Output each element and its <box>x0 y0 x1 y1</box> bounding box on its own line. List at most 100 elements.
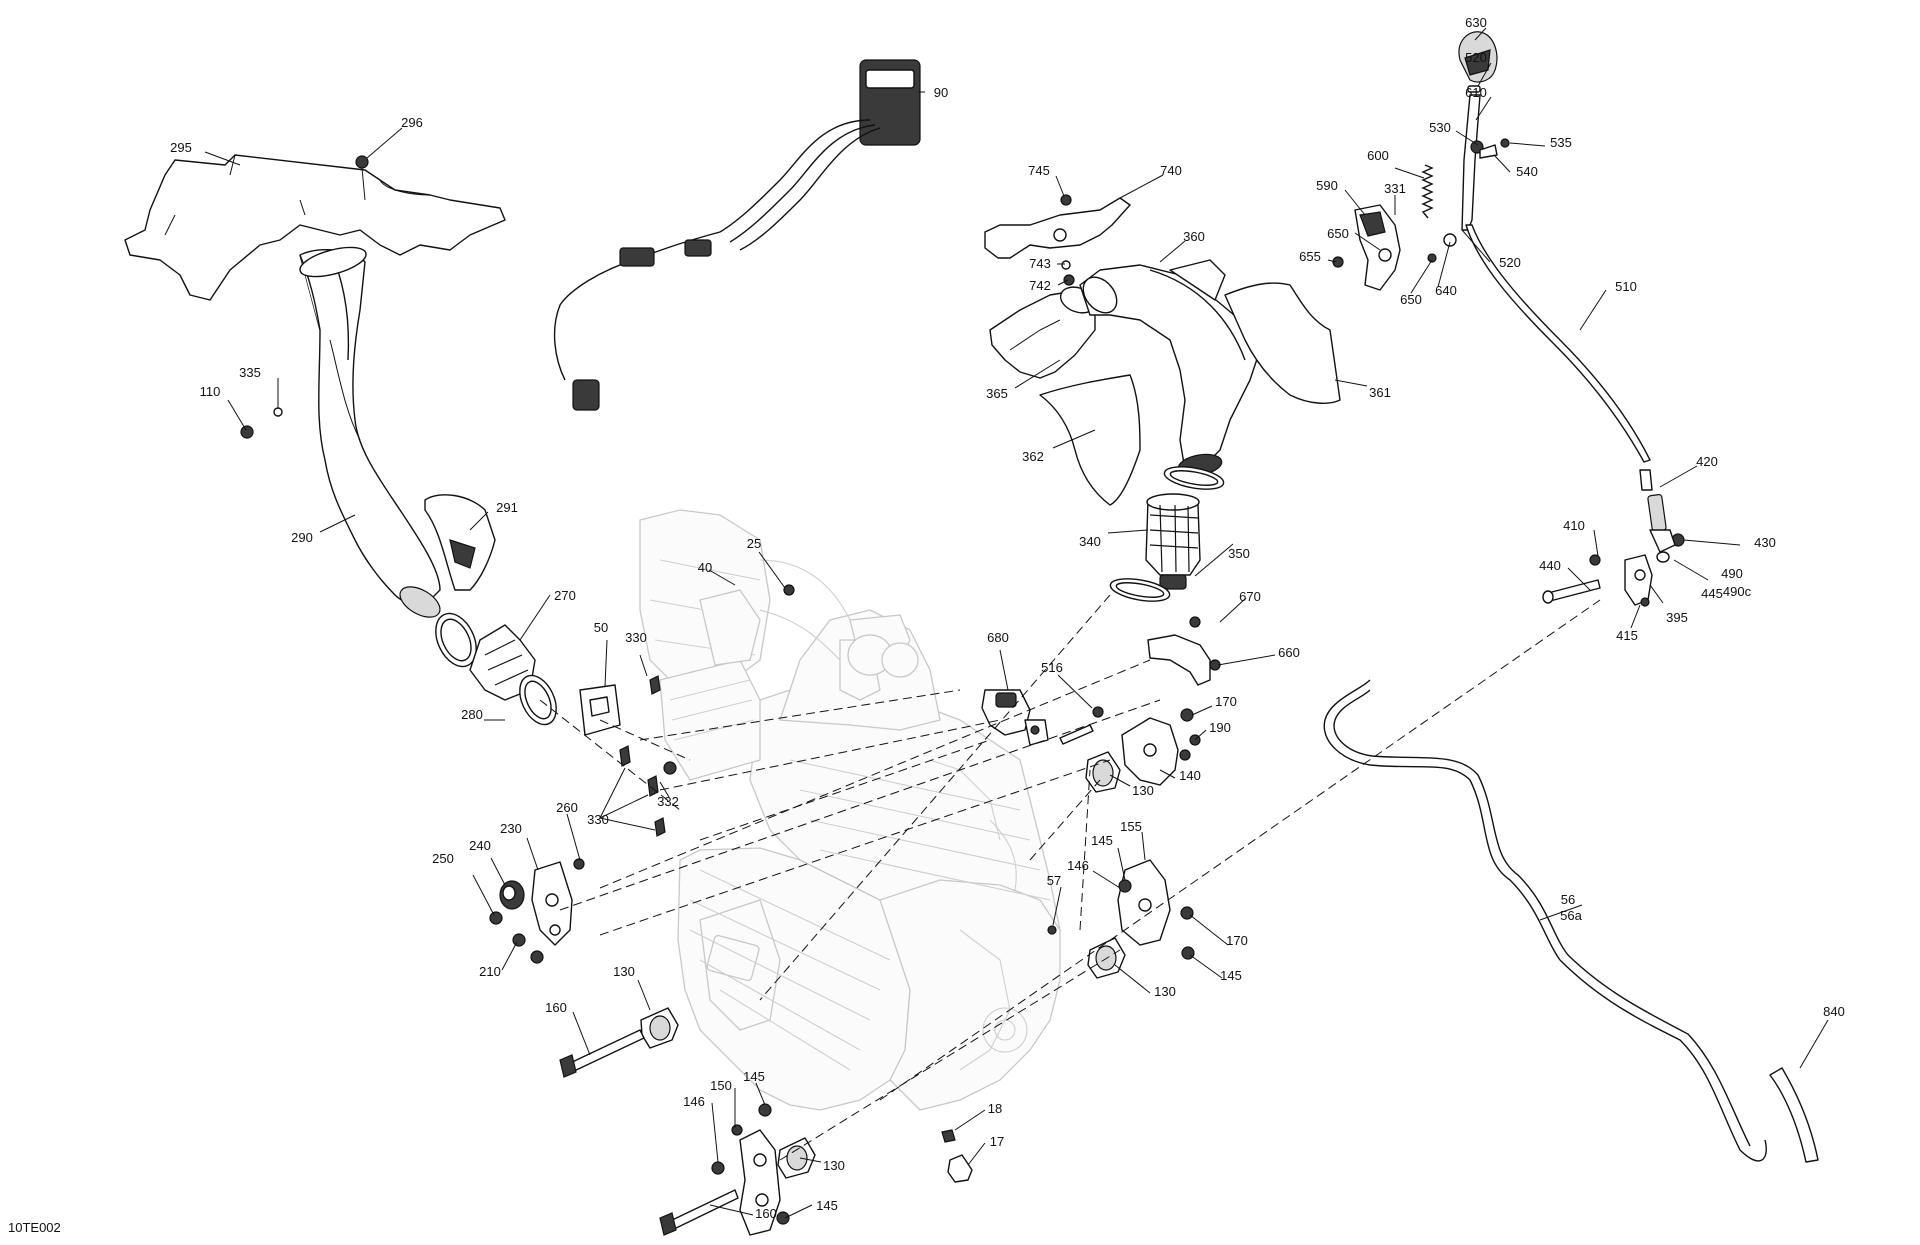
callout: 415 <box>1616 628 1638 643</box>
bracket-740 <box>984 194 1131 259</box>
callout: 17 <box>990 1134 1004 1149</box>
shift-lever-610 <box>1461 94 1510 231</box>
wiring-harness <box>553 59 921 411</box>
callout: 25 <box>747 536 761 551</box>
callout: 145 <box>1091 833 1113 848</box>
callout: 610 <box>1465 85 1487 100</box>
callout: 520 <box>1499 255 1521 270</box>
callout: 410 <box>1563 518 1585 533</box>
callout: 535 <box>1550 135 1572 150</box>
callout: 640 <box>1435 283 1457 298</box>
callout: 210 <box>479 964 501 979</box>
plate-50 <box>579 684 621 736</box>
bolt-110 <box>240 407 283 439</box>
mount-bushing-240 <box>499 880 525 910</box>
duct-cover-291 <box>424 494 496 591</box>
intake-boot-360 <box>1079 259 1261 477</box>
callout: 335 <box>239 365 261 380</box>
callout: 296 <box>401 115 423 130</box>
air-filter-340 <box>1145 493 1201 590</box>
spring-600 <box>1421 164 1434 219</box>
callout: 190 <box>1209 720 1231 735</box>
bolts-170-190 <box>1179 708 1201 761</box>
callout: 130 <box>823 1158 845 1173</box>
callout: 655 <box>1299 249 1321 264</box>
shift-arm-395 <box>1589 551 1670 607</box>
callout: 361 <box>1369 385 1391 400</box>
callout: 360 <box>1183 229 1205 244</box>
bracket-150 <box>739 1129 781 1236</box>
plug-17-18 <box>941 1129 973 1183</box>
callout: 440 <box>1539 558 1561 573</box>
callout: 18 <box>988 1101 1002 1116</box>
sensor-680 <box>981 689 1049 746</box>
callout: 291 <box>496 500 518 515</box>
shift-rod-510 <box>1465 224 1653 491</box>
callout: 160 <box>755 1206 777 1221</box>
callout: 50 <box>594 620 608 635</box>
callout: 745 <box>1028 163 1050 178</box>
bolts-mount-left <box>489 858 585 964</box>
callout: 146 <box>683 1094 705 1109</box>
callout: 362 <box>1022 449 1044 464</box>
callout: 330 <box>587 812 609 827</box>
callout: 630 <box>1465 15 1487 30</box>
callout: 170 <box>1215 694 1237 709</box>
callout: 56a <box>1560 908 1582 923</box>
callout: 670 <box>1239 589 1261 604</box>
mount-bracket-230 <box>531 861 573 946</box>
callout: 660 <box>1278 645 1300 660</box>
engine-mount-lower <box>777 1137 816 1179</box>
ecu-module <box>659 589 761 781</box>
bolt-160-upper <box>559 1029 645 1078</box>
callout: 650 <box>1327 226 1349 241</box>
callout: 420 <box>1696 454 1718 469</box>
figure-id: 10TE002 <box>8 1220 61 1235</box>
engine-mount-left <box>640 1007 679 1049</box>
callout: 680 <box>987 630 1009 645</box>
bracket-140 <box>1121 717 1179 786</box>
hose-840 <box>1769 1067 1819 1163</box>
callout: 40 <box>698 560 712 575</box>
callout: 260 <box>556 800 578 815</box>
callout: 590 <box>1316 178 1338 193</box>
leader-lines <box>204 27 1829 1219</box>
bolts-650-655 <box>1332 233 1457 268</box>
callout: 743 <box>1029 256 1051 271</box>
hose-56 <box>1323 679 1767 1162</box>
callout: 240 <box>469 838 491 853</box>
callout: 150 <box>710 1078 732 1093</box>
deflector-plate <box>124 154 506 301</box>
bolt-296 <box>355 155 369 201</box>
callout: 146 <box>1067 858 1089 873</box>
clamp-280-b <box>519 674 557 726</box>
callout: 57 <box>1047 873 1061 888</box>
assembly-lines <box>539 594 1601 1161</box>
callout: 130 <box>1154 984 1176 999</box>
bracket-155 <box>1117 859 1171 946</box>
washer-742-743 <box>1061 260 1075 286</box>
ball-joint-420-430 <box>1647 493 1685 553</box>
callout: 490c <box>1723 584 1752 599</box>
callout: 160 <box>545 1000 567 1015</box>
screw-25 <box>783 584 795 596</box>
callout: 332 <box>657 794 679 809</box>
callout: 600 <box>1367 148 1389 163</box>
bracket-660 <box>1147 616 1221 686</box>
air-intake-duct <box>299 246 441 618</box>
lever-590 <box>1354 204 1401 291</box>
callout: 130 <box>1132 783 1154 798</box>
callout: 840 <box>1823 1004 1845 1019</box>
callout: 740 <box>1160 163 1182 178</box>
callout: 90 <box>934 85 948 100</box>
bolt-160-lower <box>659 1189 739 1236</box>
clamp-280-a <box>435 612 477 668</box>
callout: 510 <box>1615 279 1637 294</box>
callout: 145 <box>1220 968 1242 983</box>
bolt-516 <box>1059 706 1104 745</box>
callout: 130 <box>613 964 635 979</box>
callout: 110 <box>200 384 221 399</box>
clamp-350-upper <box>1163 466 1225 490</box>
callout: 230 <box>500 821 522 836</box>
